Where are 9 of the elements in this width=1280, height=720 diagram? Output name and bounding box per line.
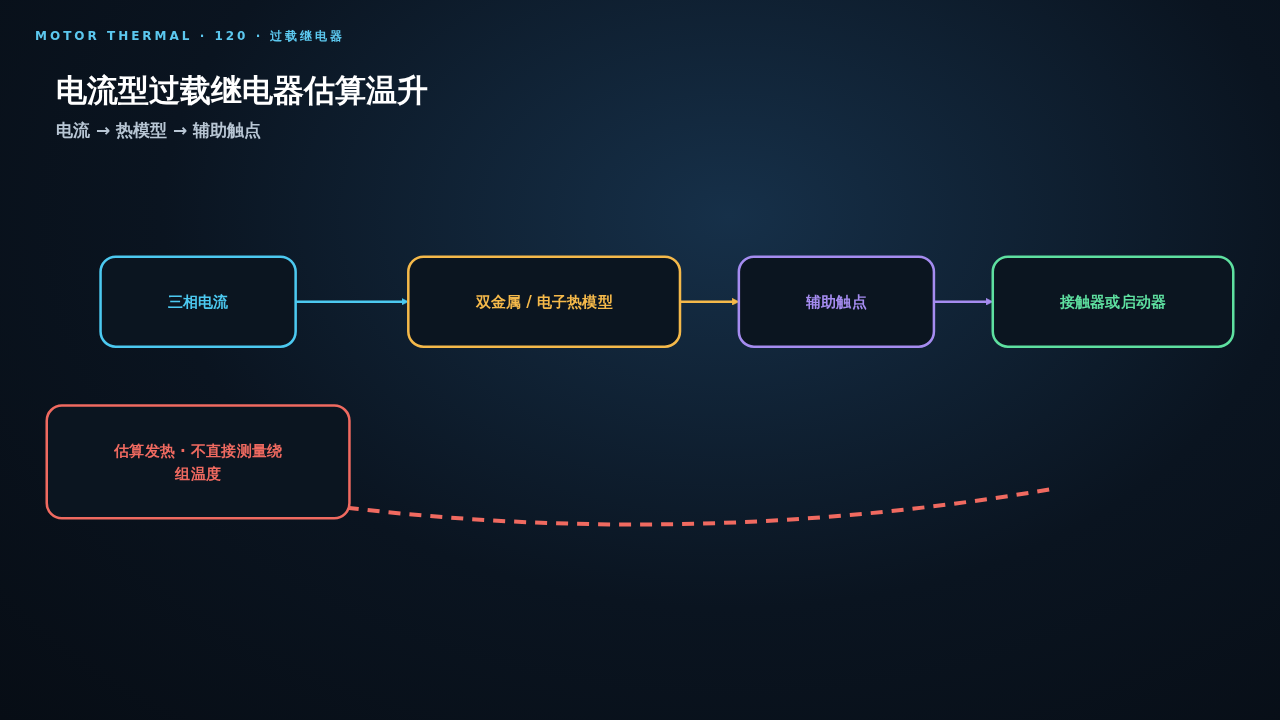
node-box: 辅助触点	[737, 255, 936, 348]
node-box: 双金属 / 电子热模型	[407, 255, 682, 348]
node-box: 接触器或启动器	[991, 255, 1235, 348]
slide-title: 电流型过载继电器估算温升	[56, 71, 428, 110]
subtitle: 电流 → 热模型 → 辅助触点	[56, 119, 262, 142]
arrow	[295, 298, 409, 306]
node-box: 三相电流	[99, 255, 297, 348]
node-box: 估算发热 · 不直接测量绕组温度	[45, 404, 351, 520]
kicker-text: MOTOR THERMAL · 120 · 过载继电器	[35, 28, 346, 45]
